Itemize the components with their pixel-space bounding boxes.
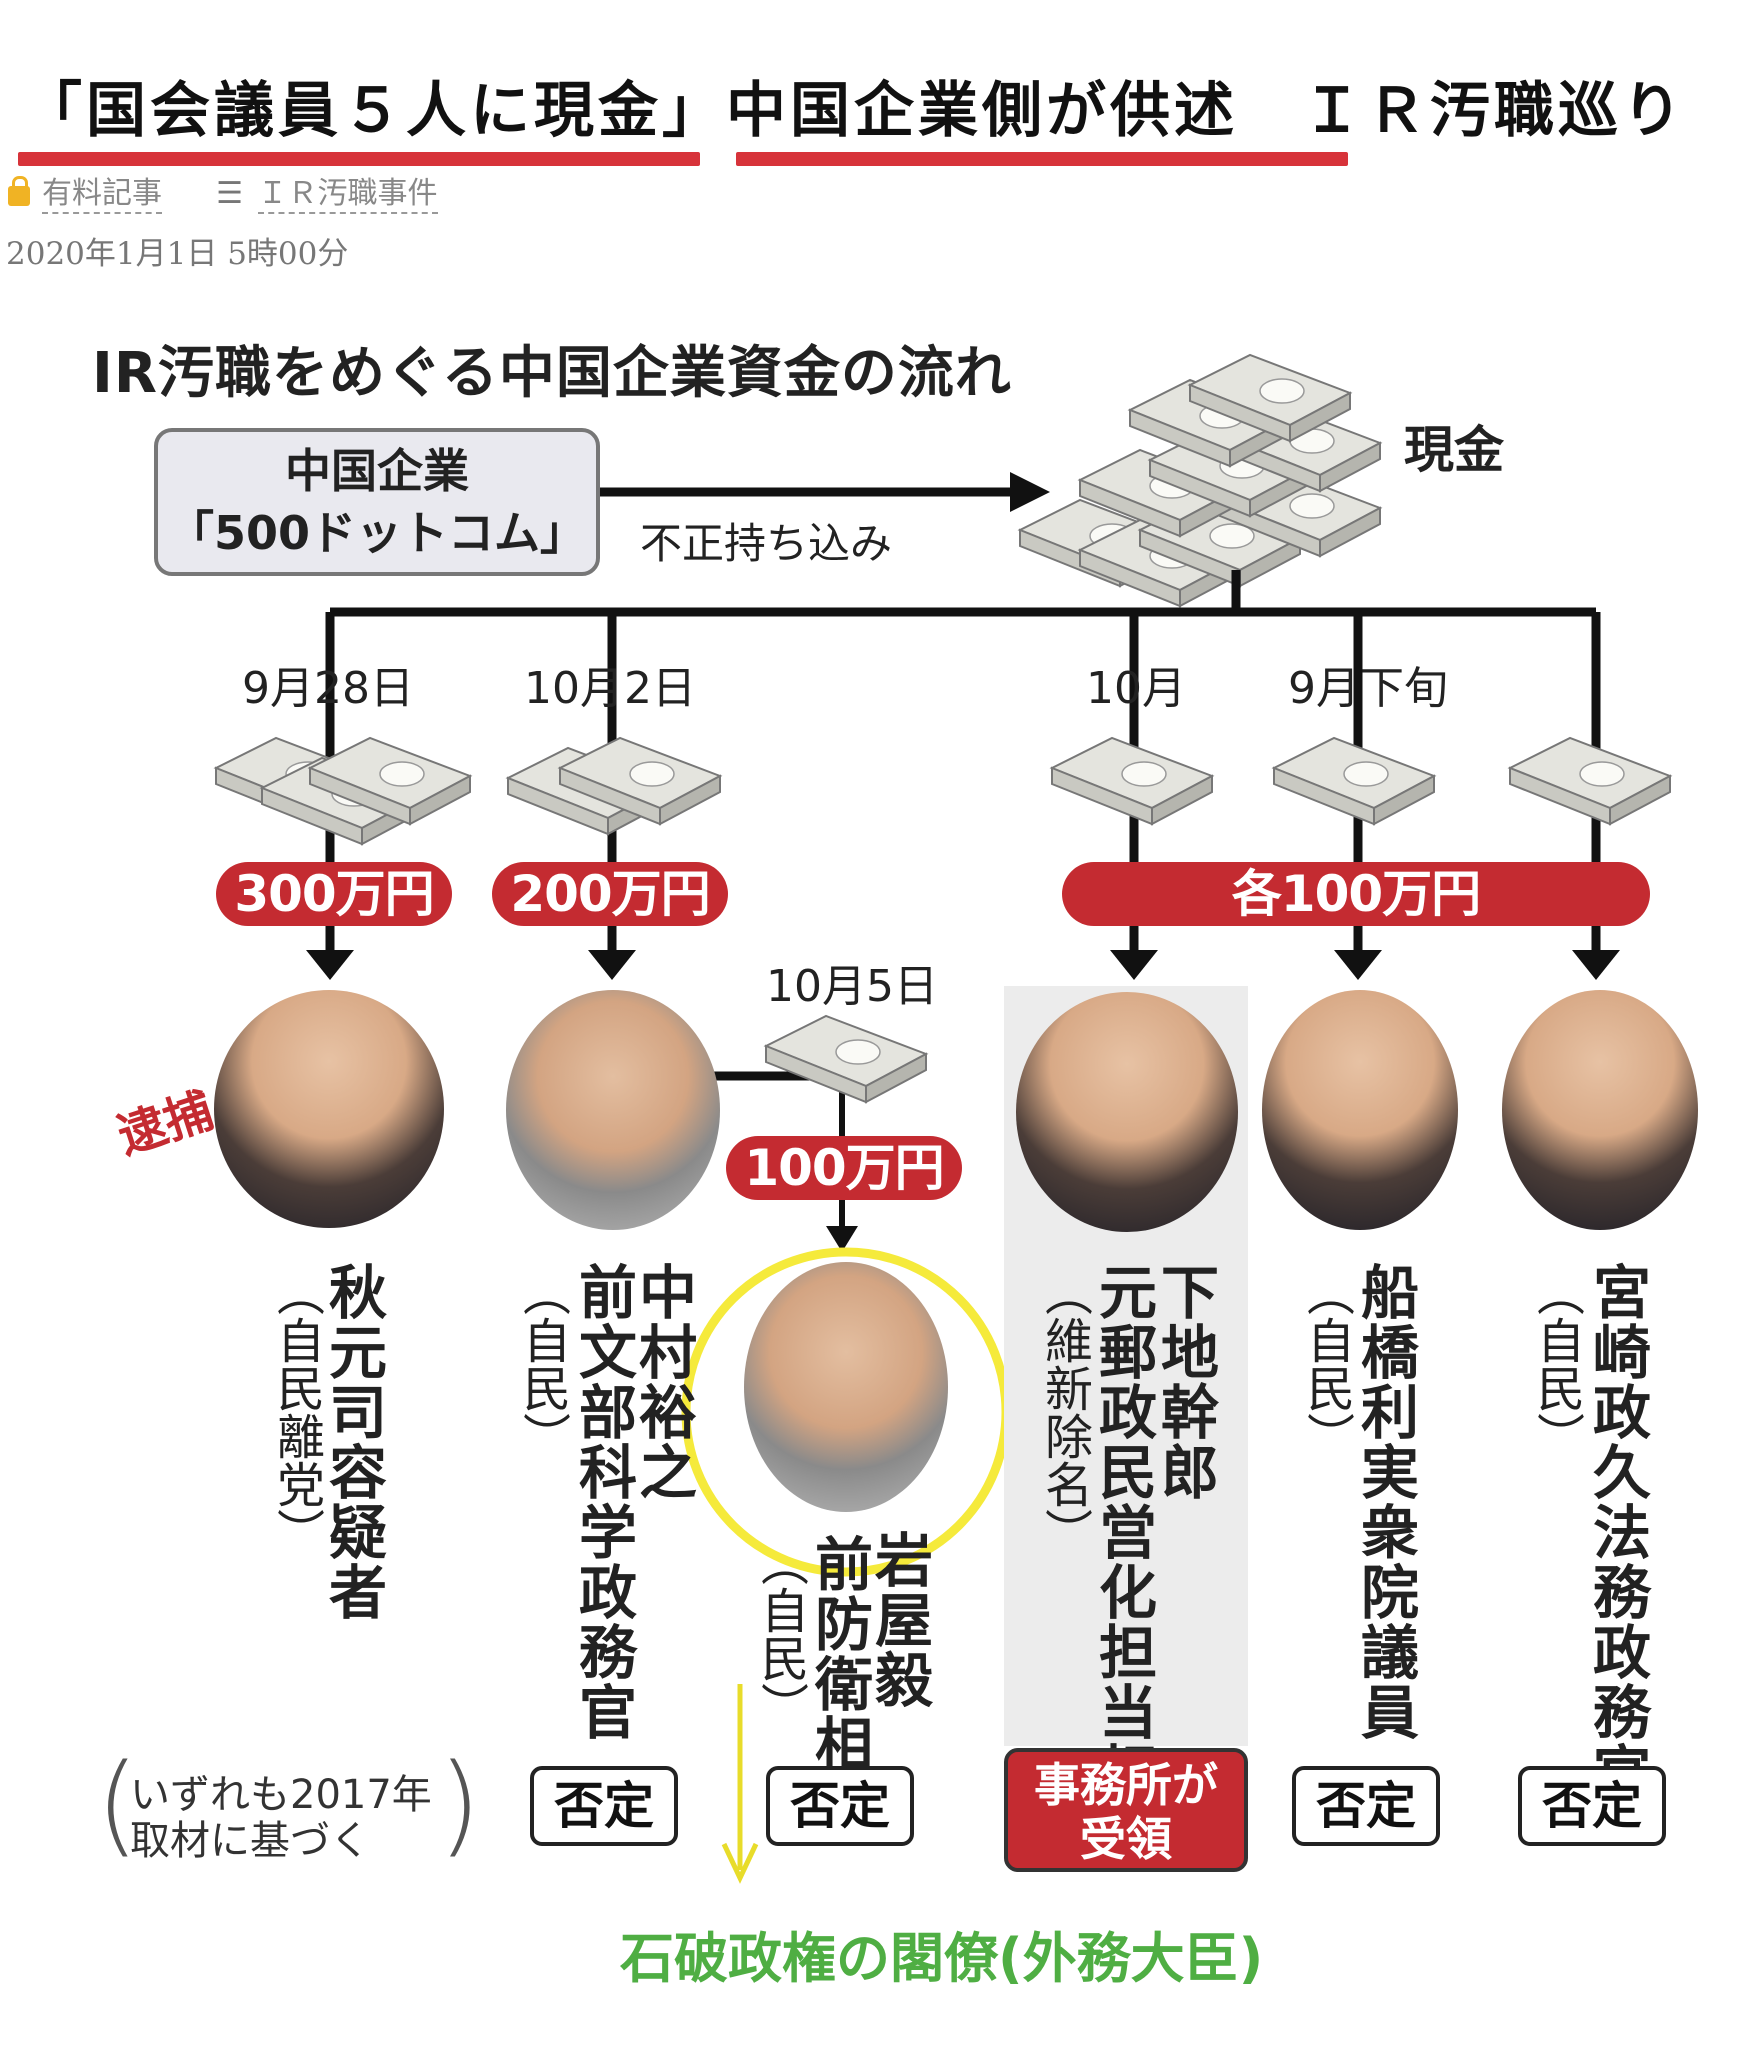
company-line1: 中国企業 [285, 444, 469, 498]
article-headline: 「国会議員５人に現金」中国企業側が供述 ＩＲ汚職巡り [22, 76, 1686, 146]
amount-akimoto: 300万円 [216, 862, 452, 926]
verdict-nakamura: 否定 [530, 1766, 678, 1846]
date-nakamura: 10月2日 [524, 663, 696, 714]
party-funabashi: （自民） [1298, 1268, 1354, 1460]
party-shimoji: （維新除名） [1036, 1268, 1092, 1556]
name-miyazaki: 宮崎政久法務政務官 [1583, 1262, 1651, 1802]
verdict-funabashi: 否定 [1292, 1766, 1440, 1846]
verdict-iwaya: 否定 [766, 1766, 914, 1846]
party-iwaya: （自民） [752, 1538, 808, 1730]
title-shimoji: 元郵政民営化担当相 [1089, 1262, 1157, 1802]
amount-others: 各100万円 [1062, 862, 1650, 926]
avatar-nakamura [506, 990, 720, 1230]
verdict-shimoji: 事務所が 受領 [1004, 1748, 1248, 1872]
verdict-shimoji-line1: 事務所が [1034, 1758, 1218, 1812]
party-akimoto: （自民離党） [268, 1268, 324, 1556]
company-box: 中国企業 「500ドットコム」 [154, 428, 600, 576]
date-akimoto: 9月28日 [242, 663, 414, 714]
headline-underline-1 [18, 152, 700, 166]
paid-article-badge[interactable]: 有料記事 [42, 176, 162, 214]
name-nakamura: 中村裕之 [629, 1262, 697, 1502]
amount-nakamura: 200万円 [492, 862, 728, 926]
amount-iwaya: 100万円 [726, 1136, 962, 1200]
title-iwaya: 前防衛相 [805, 1534, 873, 1774]
name-iwaya: 岩屋毅 [865, 1530, 933, 1710]
source-note: ( いずれも2017年 取材に基づく ) [96, 1740, 481, 1890]
avatar-akimoto [214, 990, 444, 1228]
note-paren-open: ( [96, 1740, 139, 1868]
lock-icon [8, 176, 30, 206]
headline-underline-2 [736, 152, 1348, 166]
smuggle-label: 不正持ち込み [640, 519, 893, 568]
cash-pile-icon [1019, 354, 1381, 607]
note-line2: 取材に基づく [130, 1818, 370, 1864]
verdict-shimoji-line2: 受領 [1080, 1812, 1172, 1866]
name-shimoji: 下地幹郎 [1151, 1262, 1219, 1502]
topic-tag-link[interactable]: ＩＲ汚職事件 [257, 176, 438, 214]
date-funabashi: 9月下旬 [1288, 663, 1448, 714]
annotation-ishiba: 石破政権の閣僚(外務大臣) [620, 1927, 1264, 1990]
avatar-miyazaki [1502, 990, 1698, 1230]
avatar-iwaya [744, 1262, 948, 1512]
article-date: 2020年1月1日 5時00分 [6, 236, 349, 272]
note-line1: いずれも2017年 [130, 1772, 432, 1818]
note-paren-close: ) [438, 1740, 481, 1868]
avatar-shimoji [1016, 992, 1238, 1232]
name-akimoto: 秋元司容疑者 [319, 1262, 387, 1622]
avatar-funabashi [1262, 990, 1458, 1230]
title-nakamura: 前文部科学政務官 [569, 1262, 637, 1742]
cash-label: 現金 [1404, 421, 1504, 479]
party-miyazaki: （自民） [1528, 1268, 1584, 1460]
verdict-miyazaki: 否定 [1518, 1766, 1666, 1846]
party-nakamura: （自民） [514, 1268, 570, 1460]
smuggle-arrowhead [1010, 472, 1050, 512]
date-shimoji: 10月 [1086, 663, 1186, 714]
list-icon: ☰ [216, 176, 243, 211]
date-iwaya: 10月5日 [766, 961, 938, 1012]
name-funabashi: 船橋利実衆院議員 [1351, 1262, 1419, 1742]
graphic-title: IR汚職をめぐる中国企業資金の流れ [92, 341, 1012, 406]
article-meta: 有料記事 ☰ ＩＲ汚職事件 [8, 168, 438, 214]
company-line2: 「500ドットコム」 [167, 506, 587, 560]
